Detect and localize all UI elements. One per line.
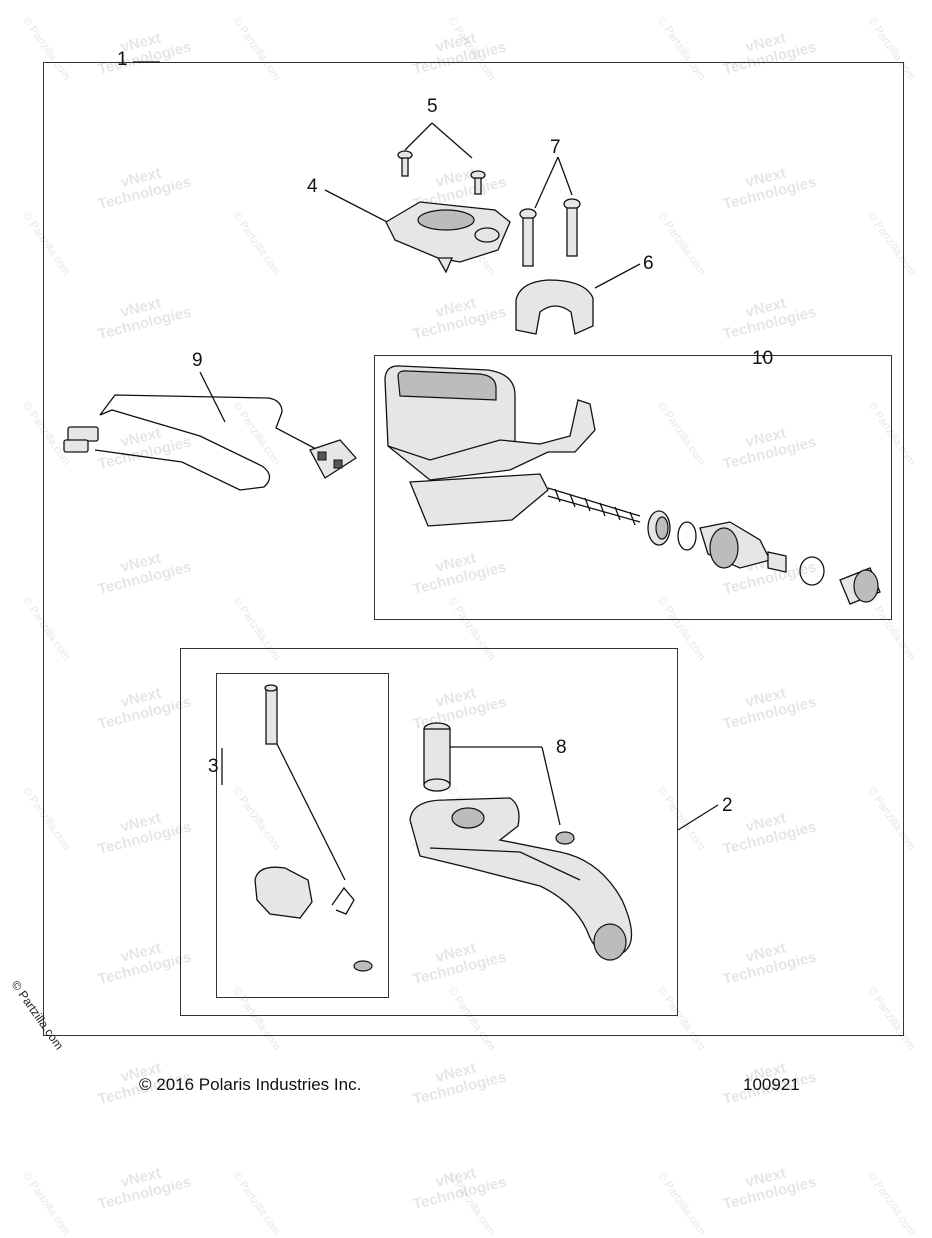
clamp-bolts: [519, 198, 581, 267]
master-cylinder-assembly: [384, 365, 881, 605]
spring-kit-frame: [216, 673, 389, 998]
lever-kit-frame: [180, 648, 678, 1016]
reservoir-cover: [385, 201, 511, 274]
callout-5: 5: [427, 96, 438, 117]
brake-lever: [409, 797, 633, 961]
callout-2: 2: [722, 795, 733, 816]
cover-screws: [397, 150, 486, 195]
callout-8: 8: [556, 737, 567, 758]
exploded-view-artwork: [63, 61, 881, 972]
spring-and-pin-kit: [254, 684, 373, 972]
callout-9: 9: [192, 350, 203, 371]
callout-1: 1: [117, 49, 128, 70]
callout-6: 6: [643, 253, 654, 274]
lever-pivot-pin: [423, 722, 575, 845]
outer-assembly-frame: [43, 62, 904, 1036]
callout-10: 10: [752, 348, 774, 369]
callout-3: 3: [208, 756, 219, 777]
master-cylinder-frame: [374, 355, 892, 620]
callout-7: 7: [550, 137, 561, 158]
brake-switch-harness: [63, 394, 357, 491]
diagram-number: 100921: [743, 1075, 800, 1094]
callout-4: 4: [307, 176, 318, 197]
copyright-text: © 2016 Polaris Industries Inc.: [139, 1075, 362, 1094]
handlebar-clamp: [515, 279, 594, 335]
